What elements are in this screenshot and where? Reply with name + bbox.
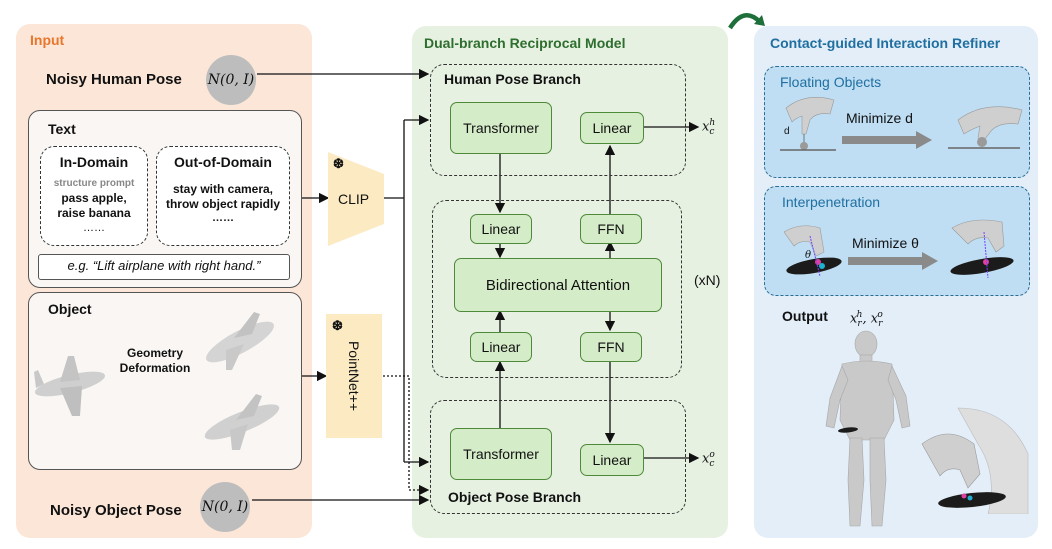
repeat-label: (xN) [694, 272, 721, 288]
human-branch-box [430, 64, 686, 176]
in-domain-line2: raise banana [57, 206, 131, 220]
ood-line2: throw object rapidly [165, 197, 280, 211]
object-transformer-box: Transformer [450, 428, 552, 480]
text-box-title: Text [48, 121, 76, 137]
interpenetration-after-image [950, 219, 1014, 279]
in-domain-title: In-Domain [59, 154, 129, 170]
object-noise-circle: N(0, I) [200, 482, 250, 532]
object-branch-title: Object Pose Branch [448, 489, 582, 505]
deform-line1: Geometry [126, 346, 184, 360]
attention-block-box [432, 200, 682, 378]
input-title: Input [30, 32, 65, 48]
hand-closeup-image [921, 407, 1029, 514]
human-output-label: xch [702, 118, 716, 137]
attn-linear-top-box: Linear [470, 214, 532, 244]
out-of-domain-box [156, 146, 290, 246]
attn-linear-bottom-box: Linear [470, 332, 532, 362]
ood-more: …… [212, 212, 234, 224]
output-vars-label: xrh, xro [850, 310, 883, 329]
interpenetration-before-image [783, 225, 842, 277]
noisy-object-pose-label: Noisy Object Pose [50, 502, 182, 519]
noisy-human-pose-label: Noisy Human Pose [46, 71, 182, 88]
in-domain-line1: pass apple, [61, 191, 127, 205]
object-output-label: xco [702, 450, 715, 469]
human-transformer-box: Transformer [450, 102, 552, 154]
refiner-title: Contact-guided Interaction Refiner [770, 35, 1001, 51]
attn-ffn-bottom-box: FFN [580, 332, 642, 362]
floating-hand-before-image [780, 97, 836, 151]
example-prompt: e.g. “Lift airplane with right hand.” [67, 258, 261, 273]
clip-encoder-shape [328, 152, 384, 246]
distance-d-label: d [784, 126, 790, 137]
attn-ffn-top-box: FFN [580, 214, 642, 244]
human-figure-image [825, 330, 911, 527]
airplane-original-image [34, 356, 105, 416]
floating-hand-after-image [948, 106, 1023, 149]
object-branch-box [430, 400, 686, 514]
human-branch-title: Human Pose Branch [444, 71, 581, 87]
ood-line1: stay with camera, [172, 182, 274, 196]
in-domain-more: …… [83, 222, 105, 234]
clip-snowflake-icon: ❆ [333, 156, 344, 171]
object-box-title: Object [48, 301, 92, 317]
pointnet-encoder-box [326, 314, 382, 438]
human-noise-circle: N(0, I) [206, 55, 256, 105]
clip-label: CLIP [338, 191, 370, 207]
airplane-deformed-image-2 [204, 394, 280, 450]
floating-objects-title: Floating Objects [780, 74, 882, 90]
pointnet-snowflake-icon: ❆ [332, 318, 343, 333]
minimize-theta-label: Minimize θ [852, 235, 919, 251]
pointnet-label: PointNet++ [346, 340, 362, 412]
minimize-theta-arrow [848, 252, 938, 270]
airplane-deformed-image-1 [206, 312, 274, 370]
object-linear-box: Linear [580, 444, 644, 476]
model-title: Dual-branch Reciprocal Model [424, 35, 626, 51]
example-prompt-box [38, 254, 290, 280]
deform-line2: Deformation [119, 361, 191, 375]
minimize-d-arrow [842, 131, 932, 149]
curved-arrow-icon [728, 13, 765, 30]
ood-title: Out-of-Domain [174, 154, 272, 170]
minimize-d-label: Minimize d [846, 110, 913, 126]
in-domain-box [40, 146, 148, 246]
theta-label: θ [805, 250, 812, 261]
human-linear-box: Linear [580, 112, 644, 144]
output-label: Output [782, 308, 828, 324]
in-domain-note: structure prompt [53, 178, 135, 189]
bidirectional-attention-box: Bidirectional Attention [454, 258, 662, 312]
interpenetration-title: Interpenetration [782, 194, 881, 210]
